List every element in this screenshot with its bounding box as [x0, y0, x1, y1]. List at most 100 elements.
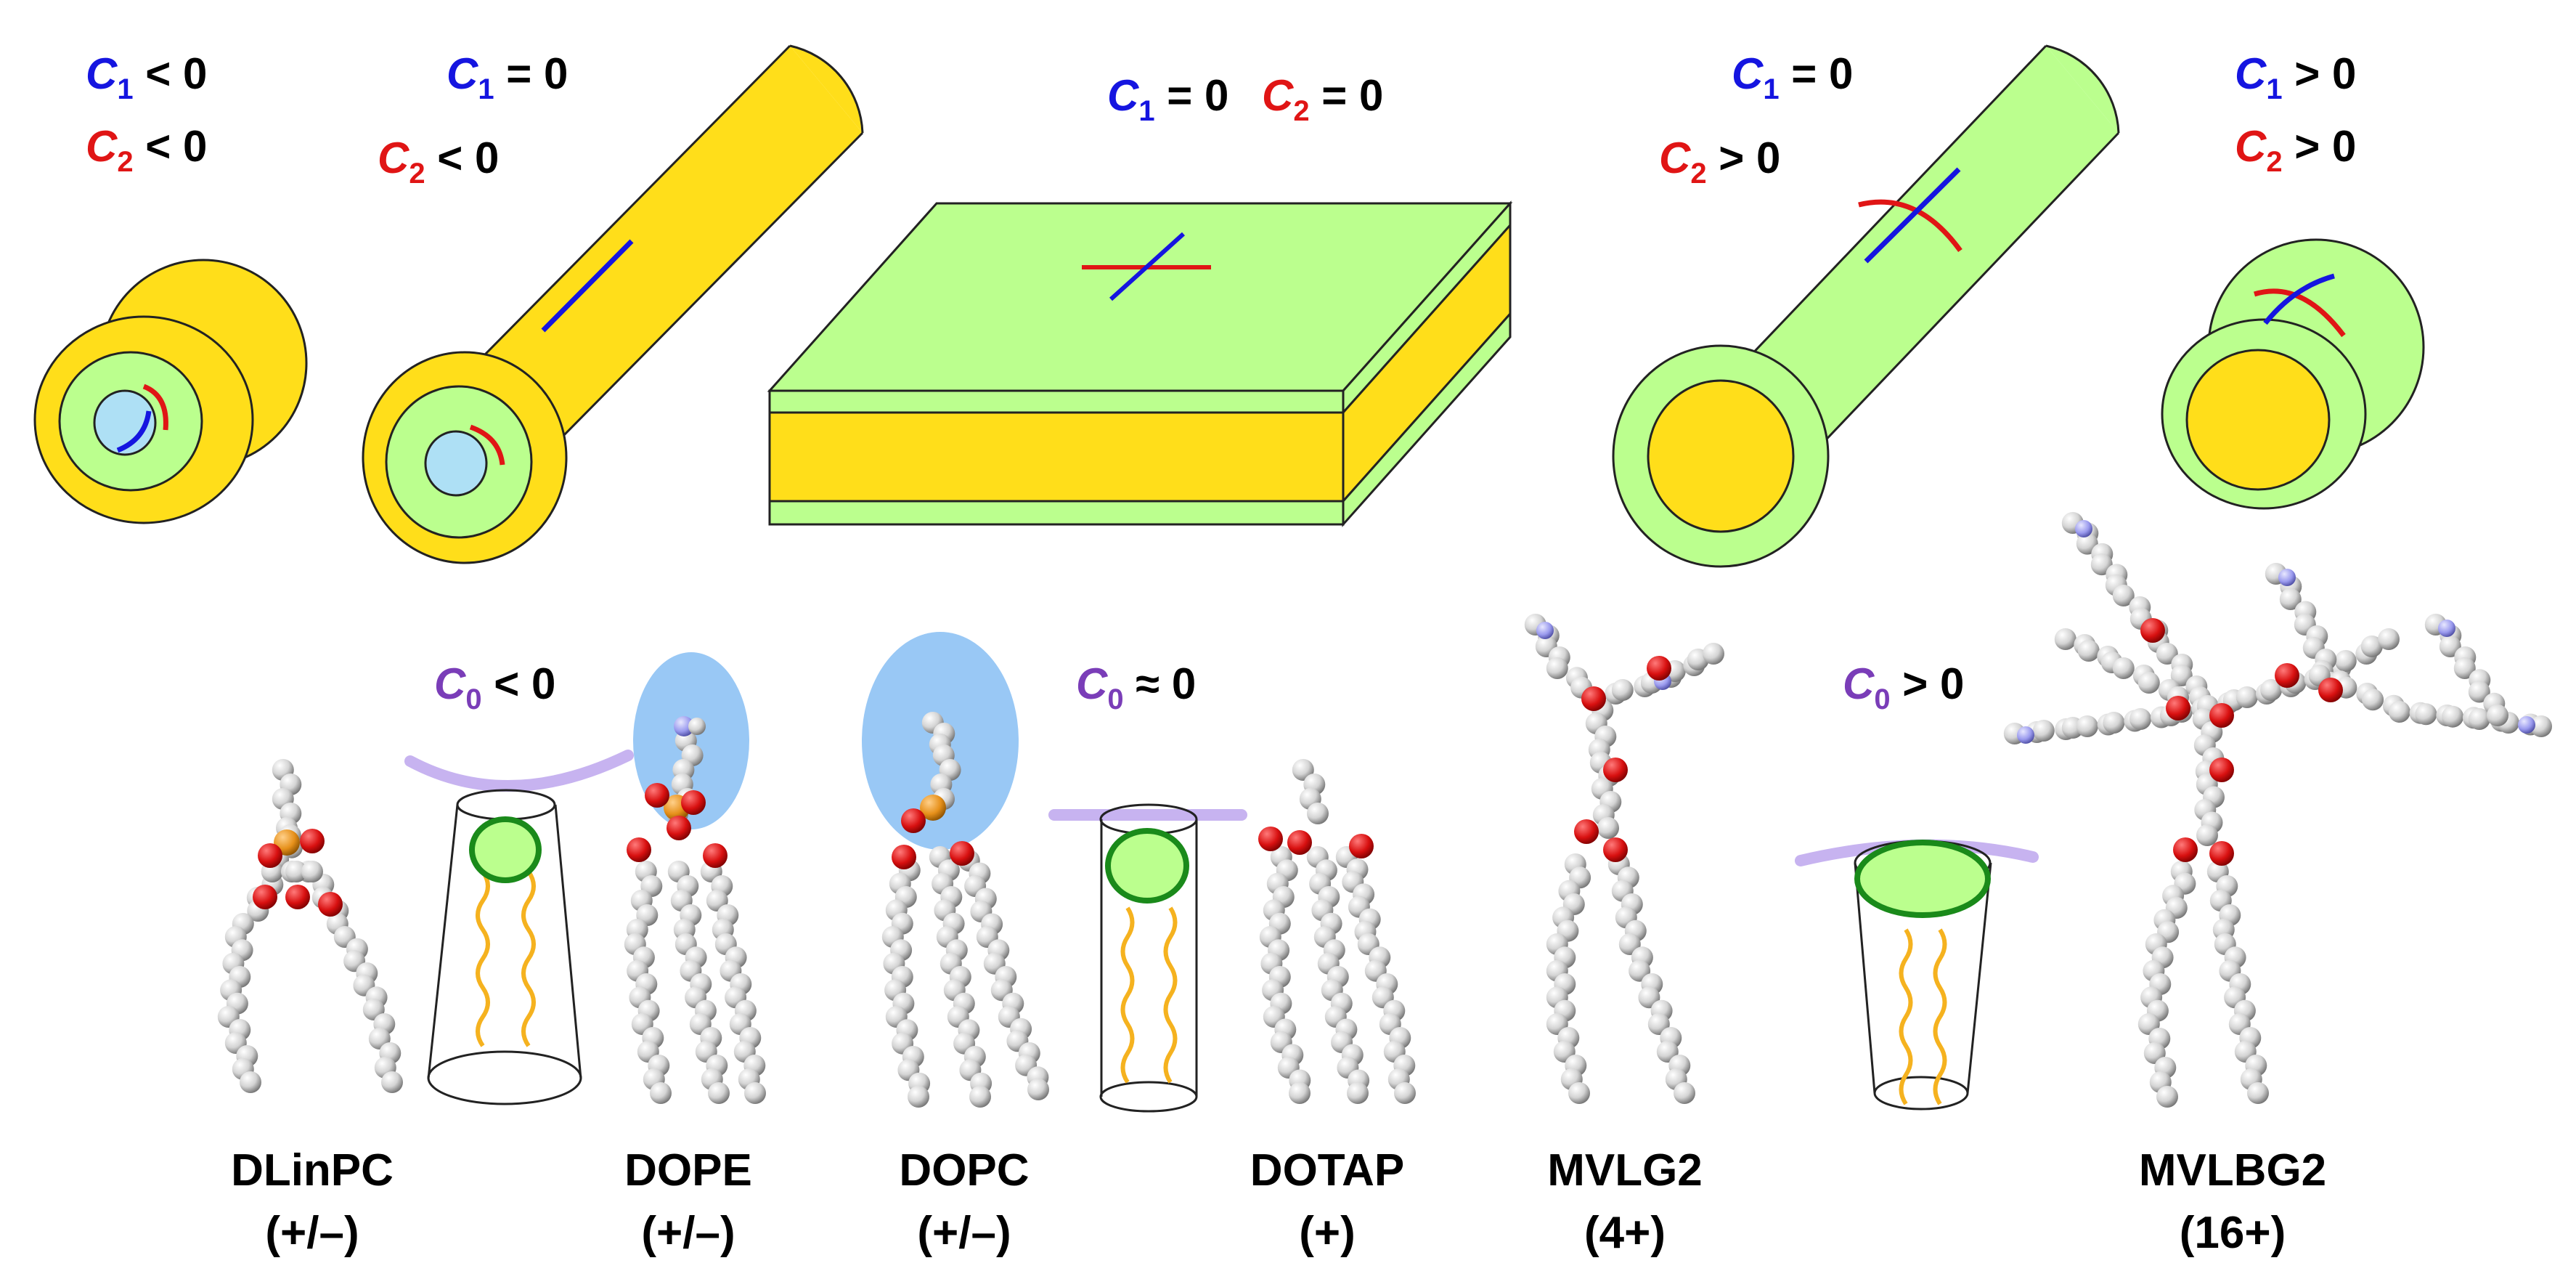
c1-subscript: 1	[1763, 73, 1779, 105]
oxygen-atom	[258, 843, 282, 868]
oxygen-atom	[2209, 841, 2234, 866]
c2-relation: > 0	[2283, 122, 2357, 171]
carbon-atom	[2442, 705, 2464, 728]
phosphorus-atom	[920, 795, 946, 821]
carbon-atom	[1597, 817, 1619, 839]
carbon-atom	[969, 1086, 991, 1108]
carbon-atom	[2360, 636, 2383, 657]
carbon-atom	[2112, 585, 2135, 606]
carbon-atom	[2388, 701, 2410, 723]
oxygen-atom	[1574, 819, 1599, 844]
spontaneous-curvature-label-zero: C0 ≈ 0	[1076, 659, 1196, 715]
c0-relation: ≈ 0	[1124, 659, 1197, 708]
svg-text:C2 < 0: C2 < 0	[378, 134, 499, 190]
oxygen-atom	[901, 808, 926, 833]
c2-symbol: C	[1659, 134, 1692, 182]
oxygen-atom	[1647, 656, 1671, 681]
c1-relation: = 0	[1780, 49, 1854, 98]
carbon-atom	[1027, 1079, 1049, 1100]
oxygen-atom	[1603, 837, 1628, 862]
carbon-atom	[2235, 686, 2258, 708]
oxygen-atom	[667, 816, 691, 840]
carbon-atom	[2076, 715, 2098, 737]
oxygen-atom	[1287, 830, 1312, 855]
carbon-atom	[1611, 679, 1634, 701]
oxygen-atom	[285, 885, 310, 909]
nitrogen-atom	[2438, 620, 2455, 637]
carbon-atom	[1703, 643, 1724, 665]
lipid-label-mvlbg2: MVLBG2 (16+)	[2139, 1145, 2326, 1258]
lipid-label-dope: DOPE (+/–)	[624, 1145, 752, 1258]
dlinpc-molecule-model	[217, 759, 403, 1093]
svg-text:C1 < 0: C1 < 0	[86, 49, 207, 105]
carbon-atom	[381, 1071, 403, 1093]
c2-subscript: 2	[1293, 95, 1309, 127]
carbon-atom	[2530, 715, 2552, 737]
nitrogen-atom	[2017, 726, 2034, 744]
lipid-label-mvlg2: MVLG2 (4+)	[1547, 1145, 1703, 1258]
c2-symbol: C	[2235, 122, 2267, 171]
oxygen-atom	[1581, 686, 1606, 711]
c1-symbol: C	[2235, 49, 2267, 98]
carbon-atom	[2129, 708, 2152, 730]
svg-text:C1 = 0: C1 = 0	[1107, 71, 1228, 127]
carbon-atom	[2156, 643, 2178, 665]
c1-relation: > 0	[2283, 49, 2357, 98]
carbon-atom	[2439, 636, 2461, 657]
nitrogen-atom	[2278, 569, 2296, 586]
c2-symbol: C	[378, 134, 410, 182]
carbon-atom	[2054, 628, 2076, 650]
c1-relation: = 0	[1155, 71, 1229, 120]
c0-subscript: 0	[465, 683, 481, 715]
carbon-atom	[2453, 657, 2476, 679]
svg-text:C2 < 0: C2 < 0	[86, 122, 207, 178]
carbon-atom	[1546, 657, 1568, 679]
oxygen-atom	[2173, 837, 2198, 862]
c1-relation: < 0	[134, 49, 208, 98]
c2-subscript: 2	[409, 158, 425, 190]
oxygen-atom	[703, 843, 727, 868]
curvature-label-normal-micelle: C1 > 0 C2 > 0	[2235, 49, 2356, 178]
c1-subscript: 1	[117, 73, 133, 105]
normal-cylinder-shape	[1612, 44, 2120, 568]
c1-subscript: 1	[478, 73, 494, 105]
c1-subscript: 1	[2266, 73, 2282, 105]
carbon-atom	[2137, 672, 2160, 694]
lipid-charge: (+/–)	[641, 1208, 735, 1258]
carbon-atom	[1568, 1082, 1590, 1104]
carbon-atom	[2468, 681, 2490, 703]
nitrogen-atom	[2518, 716, 2535, 734]
carbon-atom	[2156, 1086, 2178, 1108]
lipid-label-dopc: DOPC (+/–)	[899, 1145, 1029, 1258]
lipid-name: MVLG2	[1547, 1145, 1703, 1195]
carbon-atom	[2378, 628, 2400, 650]
carbon-atom	[2077, 640, 2100, 662]
c0-relation: > 0	[1891, 659, 1965, 708]
c1-symbol: C	[447, 49, 479, 98]
oxygen-atom	[627, 837, 651, 862]
oxygen-atom	[2209, 703, 2234, 728]
svg-text:C0 > 0: C0 > 0	[1843, 659, 1964, 715]
oxygen-atom	[1258, 827, 1283, 851]
svg-text:C0 < 0: C0 < 0	[434, 659, 555, 715]
lipid-charge: (+)	[1299, 1208, 1356, 1258]
lipid-charge: (16+)	[2180, 1208, 2286, 1258]
c2-subscript: 2	[2266, 146, 2282, 178]
c1-symbol: C	[1107, 71, 1140, 120]
c2-symbol: C	[86, 122, 118, 171]
carbon-atom	[2032, 720, 2055, 742]
carbon-atom	[285, 861, 308, 882]
carbon-atom	[744, 1082, 766, 1104]
carbon-atom	[1307, 803, 1329, 824]
oxygen-atom	[2318, 678, 2343, 702]
carbon-atom	[1674, 1082, 1695, 1104]
mvlg2-molecule-model	[1524, 614, 1724, 1104]
carbon-atom	[301, 861, 323, 882]
curvature-label-inverted-cylinder: C1 = 0 C2 < 0	[378, 49, 568, 190]
carbon-atom	[2279, 588, 2302, 610]
svg-text:C1 = 0: C1 = 0	[447, 49, 568, 105]
svg-text:C0 ≈ 0: C0 ≈ 0	[1076, 659, 1196, 715]
carbon-atom	[1289, 1082, 1311, 1104]
carbon-atom	[650, 1082, 672, 1104]
